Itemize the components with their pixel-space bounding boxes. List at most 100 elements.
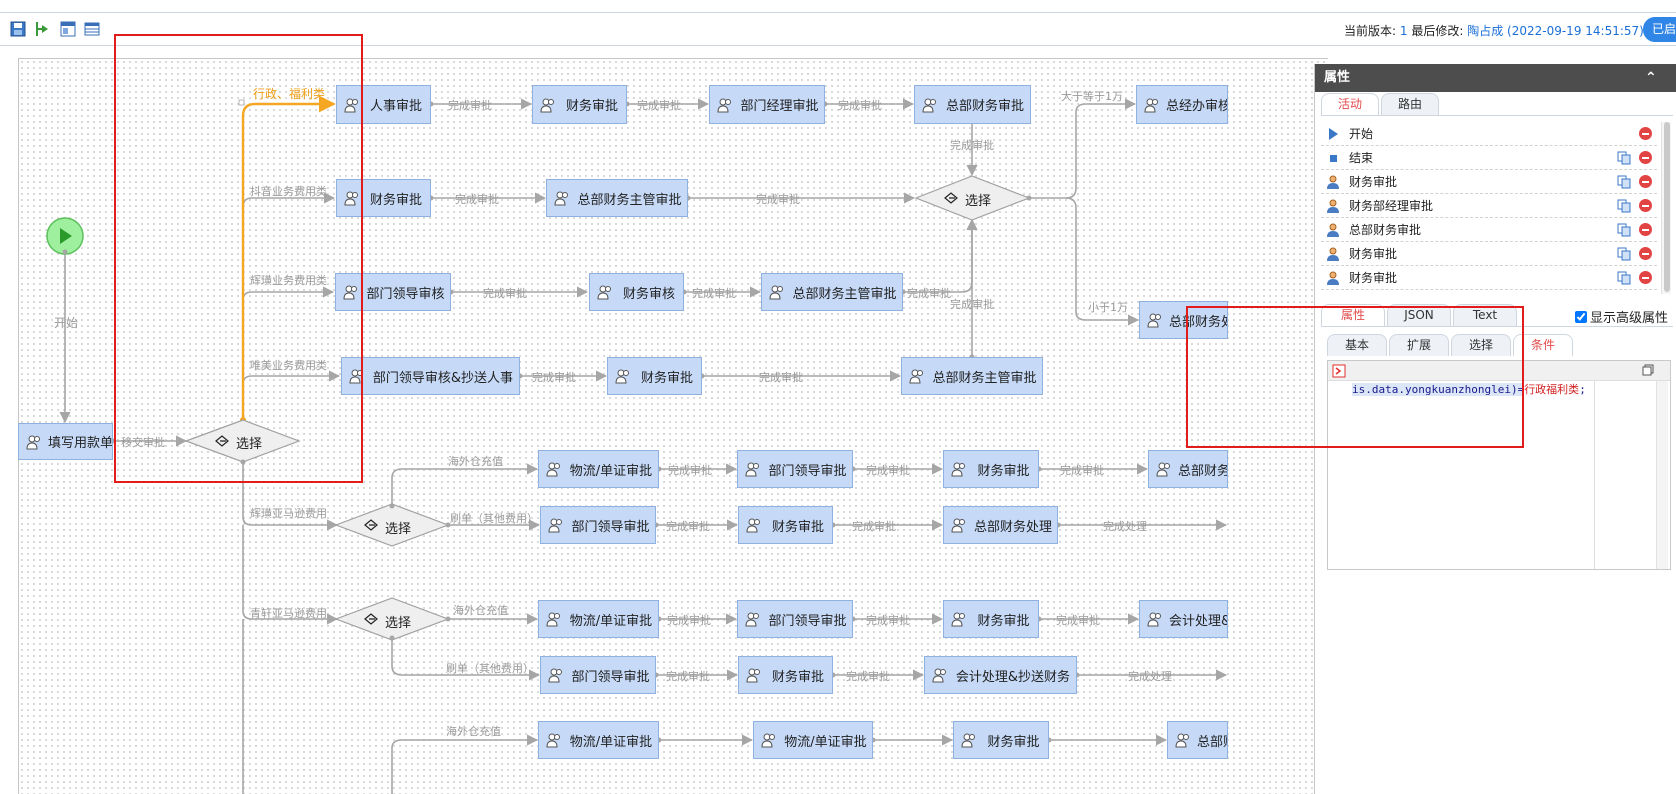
condition-editor[interactable]: is.data.yongkuanzhonglei)=行政福利类; bbox=[1327, 360, 1671, 570]
node-finance-approval[interactable]: 财务审批 bbox=[532, 85, 627, 124]
node-hq-finance-process[interactable]: 总部财务处理 bbox=[943, 506, 1058, 544]
user-group-icon bbox=[746, 668, 760, 683]
node-hr-approval[interactable]: 人事审批 bbox=[336, 85, 431, 124]
table-icon[interactable] bbox=[84, 21, 100, 37]
node-label: 财务审批 bbox=[565, 99, 618, 114]
user-group-icon bbox=[922, 98, 936, 112]
node-dept-lead-approval[interactable]: 部门领导审批 bbox=[737, 450, 853, 488]
start-node[interactable] bbox=[46, 217, 84, 255]
list-item[interactable]: 财务审批 bbox=[1321, 266, 1657, 290]
modified-by[interactable]: 陶占成 (2022-09-19 14:51:57) bbox=[1467, 24, 1644, 38]
list-item[interactable]: 开始 bbox=[1321, 122, 1657, 146]
flow-edges bbox=[46, 95, 1228, 794]
tab-properties[interactable]: 属性 bbox=[1321, 304, 1385, 326]
editor-scrollbar[interactable] bbox=[1656, 381, 1668, 569]
node-gm-review[interactable]: 总经办审核 bbox=[1136, 85, 1228, 124]
node-hq-finance-manager-approval[interactable]: 总部财务主管审批 bbox=[546, 179, 688, 217]
node-dept-lead-approval[interactable]: 部门领导审批 bbox=[737, 600, 853, 638]
status-button[interactable]: 已启用 bbox=[1643, 17, 1676, 42]
user-group-icon bbox=[951, 462, 965, 477]
tab-routes[interactable]: 路由 bbox=[1381, 93, 1439, 115]
user-group-icon bbox=[597, 285, 611, 300]
save-icon[interactable] bbox=[10, 21, 26, 37]
node-finance-review[interactable]: 财务审核 bbox=[589, 273, 684, 311]
node-logistics-approval[interactable]: 物流/单证审批 bbox=[538, 450, 659, 488]
node-logistics-approval[interactable]: 物流/单证审批 bbox=[538, 721, 659, 759]
tab-text[interactable]: Text bbox=[1453, 304, 1517, 326]
user-group-icon bbox=[26, 435, 40, 449]
node-hq-finance-manager-approval[interactable]: 总部财务主管审批 bbox=[761, 273, 903, 311]
copy-icon[interactable] bbox=[1617, 151, 1631, 165]
tab-extend[interactable]: 扩展 bbox=[1389, 334, 1449, 356]
collapse-icon[interactable]: ⌃ bbox=[1645, 70, 1657, 86]
delete-icon[interactable] bbox=[1639, 175, 1652, 188]
node-finance-approval[interactable]: 财务审批 bbox=[336, 179, 431, 217]
delete-icon[interactable] bbox=[1639, 223, 1652, 236]
window-icon[interactable] bbox=[60, 21, 76, 37]
node-logistics-approval[interactable]: 物流/单证审批 bbox=[753, 721, 873, 759]
code-suffix: ; bbox=[1579, 383, 1586, 396]
node-finance-approval[interactable]: 财务审批 bbox=[738, 656, 833, 694]
delete-icon[interactable] bbox=[1639, 199, 1652, 212]
copy-icon[interactable] bbox=[1617, 199, 1631, 213]
list-item[interactable]: 结束 bbox=[1321, 146, 1657, 170]
node-finance-approval[interactable]: 财务审批 bbox=[607, 357, 702, 395]
delete-icon[interactable] bbox=[1639, 271, 1652, 284]
delete-icon[interactable] bbox=[1639, 247, 1652, 260]
node-dept-manager-approval[interactable]: 部门经理审批 bbox=[709, 85, 825, 124]
list-scrollbar[interactable] bbox=[1661, 122, 1671, 294]
node-finance-approval[interactable]: 财务审批 bbox=[953, 721, 1049, 759]
tab-basic[interactable]: 基本 bbox=[1327, 334, 1387, 356]
node-hq-finance-approval[interactable]: 总部财务审批 bbox=[914, 85, 1031, 124]
tab-condition[interactable]: 条件 bbox=[1513, 334, 1573, 356]
copy-icon[interactable] bbox=[1617, 175, 1631, 189]
node-hq-finance-manager-approval[interactable]: 总部财务主管审批 bbox=[901, 357, 1043, 395]
list-item[interactable]: 财务部经理审批 bbox=[1321, 194, 1657, 218]
tab-json[interactable]: JSON bbox=[1387, 304, 1451, 326]
delete-icon[interactable] bbox=[1639, 127, 1652, 140]
node-hq-finance[interactable]: 总部财务 bbox=[1167, 721, 1228, 759]
node-label: 物流/单证审批 bbox=[569, 613, 653, 629]
node-dept-lead-review[interactable]: 部门领导审核 bbox=[335, 273, 451, 311]
show-advanced-checkbox[interactable]: 显示高级属性 bbox=[1575, 307, 1668, 326]
code-line[interactable]: is.data.yongkuanzhonglei)=行政福利类; bbox=[1352, 381, 1586, 397]
node-logistics-approval[interactable]: 物流/单证审批 bbox=[538, 600, 659, 638]
list-item[interactable]: 财务审批 bbox=[1321, 170, 1657, 194]
node-fill-form[interactable]: 填写用款单 bbox=[18, 423, 113, 460]
node-dept-lead-cc-hr[interactable]: 部门领导审核&抄送人事 bbox=[341, 357, 520, 395]
copy-icon[interactable] bbox=[1617, 271, 1631, 285]
decision-main bbox=[184, 419, 301, 463]
node-dept-lead-approval[interactable]: 部门领导审批 bbox=[540, 506, 656, 544]
edge-admin-welfare bbox=[241, 95, 336, 420]
show-advanced-label: 显示高级属性 bbox=[1590, 311, 1669, 326]
edge-label-done: 完成审批 bbox=[950, 298, 994, 311]
copy-icon[interactable] bbox=[1617, 223, 1631, 237]
list-item[interactable]: 财务审批 bbox=[1321, 242, 1657, 266]
copy-icon[interactable] bbox=[1617, 247, 1631, 261]
node-label: 总部财务主管审批 bbox=[577, 192, 682, 208]
delete-icon[interactable] bbox=[1639, 151, 1652, 164]
node-hq-finance-process[interactable]: 总部财务处理 bbox=[1148, 450, 1228, 488]
restore-icon[interactable] bbox=[1642, 364, 1654, 376]
user-group-icon bbox=[1156, 462, 1170, 477]
node-label: 财务审批 bbox=[771, 669, 824, 685]
user-group-icon bbox=[546, 462, 560, 477]
node-finance-approval[interactable]: 财务审批 bbox=[943, 450, 1039, 488]
tab-activities[interactable]: 活动 bbox=[1321, 93, 1379, 115]
node-label: 部门领导审批 bbox=[571, 519, 650, 535]
edge-label-done: 完成审批 bbox=[1056, 614, 1100, 627]
node-accounting-cc-finance[interactable]: 会计处理&抄送财务 bbox=[924, 656, 1077, 694]
node-hq-finance-process[interactable]: 总部财务处理 bbox=[1139, 301, 1228, 339]
node-finance-approval[interactable]: 财务审批 bbox=[943, 600, 1039, 638]
edge-label-huihuang: 辉璜业务费用类 bbox=[250, 274, 327, 287]
node-label: 财务审批 bbox=[977, 463, 1030, 479]
edge-label-done: 完成审批 bbox=[448, 99, 492, 112]
node-accounting-cc-finance[interactable]: 会计处理&抄送财务 bbox=[1139, 600, 1228, 638]
node-finance-approval[interactable]: 财务审批 bbox=[738, 506, 833, 544]
tab-select[interactable]: 选择 bbox=[1451, 334, 1511, 356]
publish-icon[interactable] bbox=[34, 21, 50, 37]
node-dept-lead-approval[interactable]: 部门领导审批 bbox=[540, 656, 656, 694]
expand-icon[interactable] bbox=[1332, 364, 1346, 378]
list-item[interactable]: 总部财务审批 bbox=[1321, 218, 1657, 242]
advanced-checkbox[interactable] bbox=[1575, 311, 1587, 323]
